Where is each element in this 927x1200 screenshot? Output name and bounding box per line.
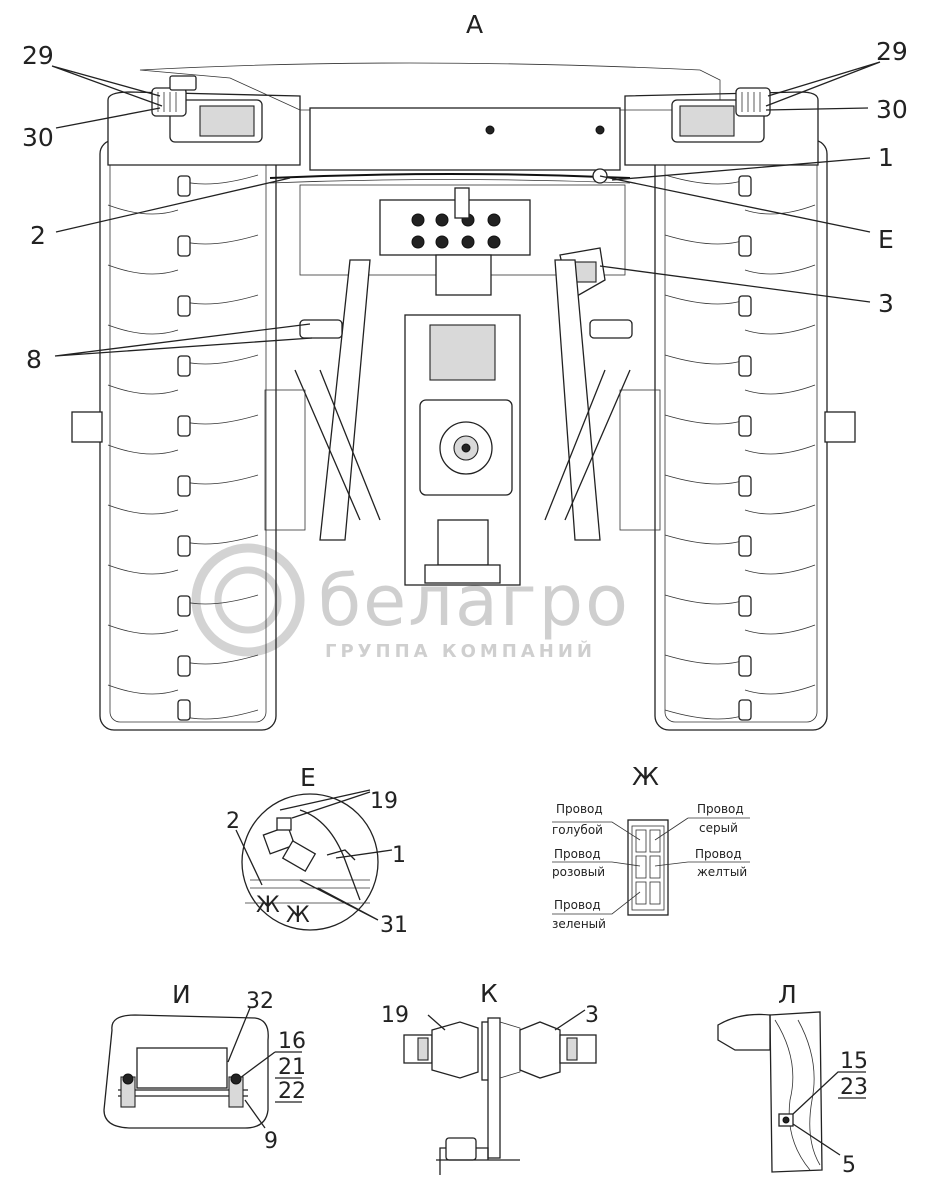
detail-l-callout-15: 15 [840, 1049, 868, 1074]
wire-harness [269, 173, 631, 179]
callout-1: 1 [878, 143, 894, 172]
right-rear-lamp [671, 87, 771, 143]
callout-29-right: 29 [876, 37, 908, 66]
rear-tractor-view [71, 62, 856, 731]
detail-e-callout-19: 19 [370, 789, 398, 814]
callout-e-ref: Е [878, 225, 894, 254]
callout-29-left: 29 [22, 41, 54, 70]
main-leaders [51, 61, 881, 357]
detail-i-callout-16: 16 [278, 1029, 306, 1054]
bracket [487, 1017, 501, 1159]
detail-zh-connector [552, 817, 750, 916]
detail-l-callout-23: 23 [840, 1075, 868, 1100]
wire-gray-top: Провод [697, 802, 744, 816]
detail-i-callout-21: 21 [278, 1055, 306, 1080]
wire-yellow-bottom: желтый [697, 865, 747, 879]
detail-e-zh-2: Ж [286, 903, 310, 928]
wire-pink-bottom: розовый [552, 865, 605, 879]
detail-e-callout-2: 2 [226, 809, 240, 834]
detail-i-callout-22: 22 [278, 1079, 306, 1104]
view-i-label: И [172, 980, 191, 1009]
left-rear-tire [71, 139, 277, 731]
detail-e [235, 789, 393, 931]
wire-gray-bottom: серый [699, 821, 738, 835]
rear-panel [309, 107, 621, 171]
detail-e-callout-31: 31 [380, 913, 408, 938]
wire-yellow-top: Провод [695, 847, 742, 861]
detail-i-callout-32: 32 [246, 989, 274, 1014]
detail-l-callout-5: 5 [842, 1153, 856, 1178]
callout-30-left: 30 [22, 123, 54, 152]
detail-e-callout-1: 1 [392, 843, 406, 868]
wire-green-bottom: зеленый [552, 917, 606, 931]
view-a-label: А [466, 10, 483, 39]
watermark-tagline: ГРУППА КОМПАНИЙ [325, 640, 596, 662]
detail-i [103, 1007, 302, 1129]
right-rear-tire [654, 139, 856, 731]
callout-2: 2 [30, 221, 46, 250]
detail-i-callout-9: 9 [264, 1129, 278, 1154]
wire-blue-top: Провод [556, 802, 603, 816]
wire-blue-bottom: голубой [552, 823, 603, 837]
detail-e-zh-1: Ж [256, 893, 280, 918]
detail-k-callout-3: 3 [585, 1003, 599, 1028]
view-l-label: Л [778, 980, 797, 1009]
callout-3: 3 [878, 289, 894, 318]
callout-30-right: 30 [876, 95, 908, 124]
view-k-label: К [480, 979, 498, 1008]
view-e-label: Е [300, 763, 316, 792]
view-zh-label: Ж [632, 762, 659, 791]
detail-k-callout-19: 19 [381, 1003, 409, 1028]
callout-8: 8 [26, 345, 42, 374]
wire-green-top: Провод [554, 898, 601, 912]
detail-l [717, 1011, 866, 1173]
detail-k [403, 1009, 597, 1175]
wire-pink-top: Провод [554, 847, 601, 861]
